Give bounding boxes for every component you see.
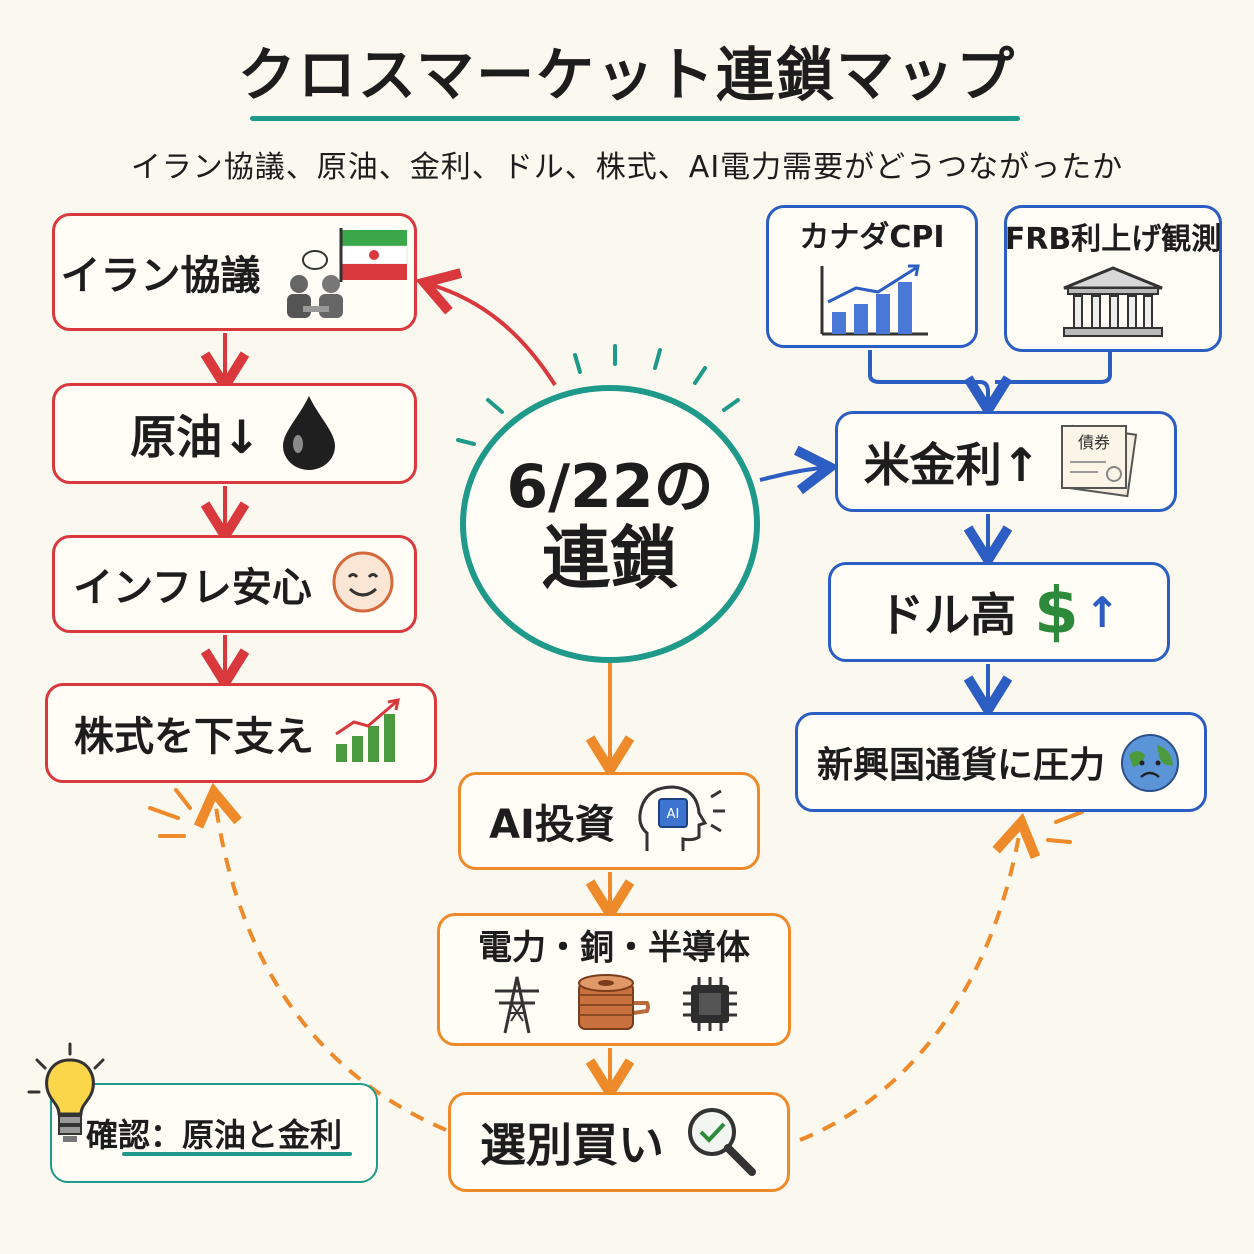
power-tower-icon [487, 973, 547, 1039]
node-power-copper-semis[interactable]: 電力・銅・半導体 [437, 913, 791, 1046]
node-ai-investment[interactable]: AI投資 AI [458, 772, 760, 870]
lightbulb-icon [25, 1040, 115, 1164]
center-date: 6/22の [506, 451, 714, 522]
note-check-oil-rates[interactable]: 確認：原油と金利 [50, 1083, 378, 1183]
burst-lines-left [148, 788, 192, 838]
node-support-stocks-label: 株式を下支え [74, 714, 314, 760]
node-strong-dollar[interactable]: ドル高 $ ↑ [828, 562, 1170, 662]
node-selective-buying[interactable]: 選別買い [448, 1092, 790, 1192]
arrow-center-to-rates [759, 468, 822, 480]
chip-icon [679, 973, 741, 1039]
note-underline [122, 1152, 352, 1156]
center-spark-lines [456, 344, 740, 446]
dollar-up-icon: $ ↑ [1034, 575, 1120, 649]
dollar-symbol: $ [1034, 575, 1079, 649]
oil-drop-icon [279, 392, 339, 476]
node-ai-investment-label: AI投資 [489, 802, 615, 848]
rising-bar-chart-icon [332, 696, 408, 770]
node-em-currency-pressure[interactable]: 新興国通貨に圧力 [795, 712, 1207, 812]
node-power-label: 電力・銅・半導体 [478, 928, 750, 968]
center-label: 連鎖 [541, 519, 678, 599]
bank-building-icon [1058, 264, 1168, 344]
node-em-label: 新興国通貨に圧力 [816, 745, 1105, 786]
dashed-arrow-to-stocks [215, 800, 447, 1132]
node-strong-dollar-label: ドル高 [878, 588, 1017, 642]
dollar-up-arrow: ↑ [1084, 587, 1120, 637]
iran-flag-meeting-icon [279, 220, 409, 324]
node-oil-down[interactable]: 原油↓ [52, 383, 417, 484]
page-subtitle: イラン協議、原油、金利、ドル、株式、AI電力需要がどうつながったか [130, 150, 1124, 185]
node-inflation-relief[interactable]: インフレ安心 [52, 535, 417, 633]
ai-chip-text: AI [667, 807, 680, 822]
worried-globe-icon [1115, 725, 1185, 799]
center-node[interactable]: 6/22の 連鎖 [460, 385, 760, 663]
node-support-stocks[interactable]: 株式を下支え [45, 683, 437, 783]
arrow-frb-merge [995, 352, 1112, 384]
node-selective-buying-label: 選別買い [480, 1118, 664, 1172]
node-canada-cpi[interactable]: カナダCPI [766, 205, 978, 348]
node-iran-talks-label: イラン協議 [60, 253, 261, 299]
node-canada-cpi-label: カナダCPI [799, 219, 945, 255]
bond-badge-text: 債券 [1078, 433, 1110, 452]
note-label: 確認：原油と金利 [85, 1116, 342, 1154]
bar-chart-up-icon [812, 262, 932, 342]
title-underline [250, 116, 1020, 121]
dashed-arrow-to-em [799, 830, 1020, 1142]
node-us-rates-up[interactable]: 米金利↑ 債券 [835, 411, 1177, 512]
magnifier-check-icon [682, 1102, 758, 1182]
arrow-center-to-iran [432, 285, 557, 387]
node-power-icons [487, 973, 741, 1039]
node-iran-talks[interactable]: イラン協議 [52, 213, 417, 331]
page-title: クロスマーケット連鎖マップ [237, 41, 1017, 109]
node-us-rates-label: 米金利↑ [863, 437, 1041, 492]
ai-head-icon: AI [633, 781, 729, 861]
node-inflation-relief-label: インフレ安心 [73, 565, 312, 611]
node-oil-down-label: 原油↓ [130, 409, 261, 464]
bond-certificate-icon: 債券 [1058, 422, 1148, 502]
smile-face-icon [330, 549, 396, 619]
node-frb-hike-expectations[interactable]: FRB利上げ観測 [1004, 205, 1222, 352]
node-frb-label: FRB利上げ観測 [1004, 221, 1222, 257]
copper-coil-icon [573, 973, 653, 1039]
arrow-cpi-merge [868, 350, 988, 402]
